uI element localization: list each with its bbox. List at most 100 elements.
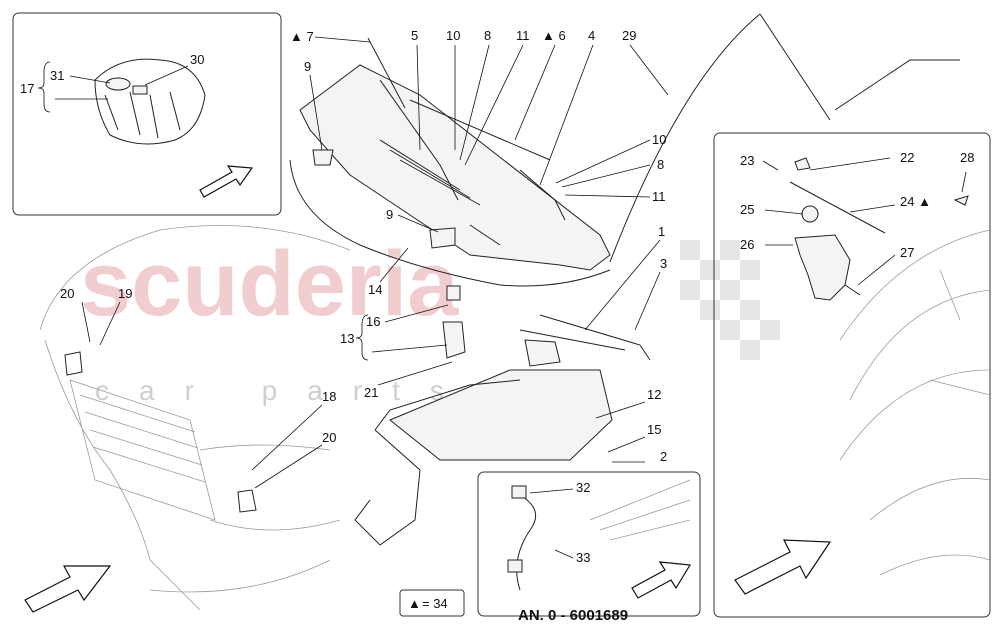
washer-hose-part — [289, 159, 611, 546]
washer-pump-part — [446, 285, 461, 301]
hose-clip-part — [429, 227, 456, 249]
direction-arrow-right — [734, 539, 832, 595]
washer-pump-seal-part — [442, 321, 466, 359]
nut-part — [794, 157, 811, 171]
callout-32: 32 — [576, 480, 590, 495]
watermark: scuderia car parts — [80, 233, 780, 406]
inset-frame — [12, 12, 282, 216]
inset-frame-bottom — [477, 471, 701, 617]
inset-rear-wiper — [713, 132, 991, 618]
rear-wiper-motor-part — [794, 234, 851, 301]
callout-8-lower: 8 — [657, 157, 664, 172]
callout-28: 28 — [960, 150, 974, 165]
rear-clip-part — [953, 195, 969, 206]
legend-frame — [399, 589, 465, 617]
callout-20-right: 20 — [322, 430, 336, 445]
grille-slats — [79, 394, 206, 483]
callout-5: 5 — [411, 28, 418, 43]
callout-2: 2 — [660, 449, 667, 464]
cowl-panel-part — [299, 64, 611, 271]
callout-11-lower: 11 — [652, 189, 666, 204]
callout-labels: ▲ 7 5 10 8 11 ▲ 6 4 29 9 10 8 11 9 1 3 1… — [20, 28, 974, 565]
callout-17: 17 — [20, 81, 34, 96]
watermark-sub: car parts — [95, 375, 474, 406]
cap-clip-part — [132, 85, 148, 95]
inset-harness — [477, 471, 701, 617]
callout-23: 23 — [740, 153, 754, 168]
callout-7: ▲ 7 — [290, 29, 314, 44]
callout-15: 15 — [647, 422, 661, 437]
wiper-arm-right-part — [519, 169, 566, 221]
rear-wiper-arm-part — [789, 181, 886, 234]
grille-outline — [69, 379, 216, 521]
callout-3: 3 — [660, 256, 667, 271]
main-assembly — [289, 13, 960, 546]
cowl-grille-lines — [379, 139, 501, 246]
harness-connector-top — [511, 485, 527, 499]
legend-text: = 34 — [422, 596, 448, 611]
callout-27: 27 — [900, 245, 914, 260]
car-front-outline — [24, 225, 351, 613]
callout-9-lower: 9 — [386, 207, 393, 222]
callout-18: 18 — [322, 389, 336, 404]
wiper-arm-left-part — [379, 79, 459, 201]
callout-22: 22 — [900, 150, 914, 165]
watermark-brand: scuderia — [80, 233, 459, 335]
callout-11-upper: 11 — [516, 28, 530, 43]
direction-arrow-bottom — [631, 561, 692, 599]
callout-29: 29 — [622, 28, 636, 43]
inset-frame-right — [713, 132, 991, 618]
washer-reservoir-part — [389, 369, 613, 461]
drawing-caption: AN. 0 - 6001689 — [518, 607, 628, 624]
harness-part — [516, 494, 537, 591]
callout-12: 12 — [647, 387, 661, 402]
rear-washer-hose-part — [609, 13, 960, 263]
reservoir-ribs — [104, 91, 181, 139]
leader-lines — [37, 36, 967, 559]
direction-arrow-left — [24, 565, 112, 613]
callout-25: 25 — [740, 202, 754, 217]
brace-17 — [37, 61, 51, 113]
washer-nozzle-right — [237, 489, 257, 513]
callout-13: 13 — [340, 331, 354, 346]
callout-4: 4 — [588, 28, 595, 43]
headlamp-outline — [149, 444, 341, 593]
callout-33: 33 — [576, 550, 590, 565]
linkage-part — [519, 314, 651, 361]
wiper-motor-part — [524, 339, 561, 367]
cover-cap-part — [801, 205, 819, 223]
bumper-outline — [44, 339, 201, 611]
callout-6: ▲ 6 — [542, 28, 566, 43]
inset-reservoir-cap — [12, 12, 282, 216]
callout-16: 16 — [366, 314, 380, 329]
rear-body-outline — [839, 229, 991, 576]
callout-26: 26 — [740, 237, 754, 252]
callout-9-upper: 9 — [304, 59, 311, 74]
brace-13 — [355, 314, 369, 361]
watermark-checker — [680, 240, 780, 360]
callout-21: 21 — [364, 385, 378, 400]
callout-8-upper: 8 — [484, 28, 491, 43]
wiper-blade-left-part — [367, 37, 406, 109]
harness-connector-bottom — [507, 559, 523, 573]
hose-clip-part-upper — [312, 149, 334, 166]
filler-cap-part — [105, 77, 131, 91]
rear-window-outline — [929, 269, 991, 396]
callout-24: 24 ▲ — [900, 194, 931, 209]
callout-14: 14 — [368, 282, 382, 297]
callout-10-upper: 10 — [446, 28, 460, 43]
legend-marker: ▲ — [408, 596, 421, 611]
hood-outline — [39, 225, 351, 331]
washer-nozzle-left — [64, 351, 83, 376]
callout-1: 1 — [658, 224, 665, 239]
reservoir-neck-part — [94, 58, 206, 145]
wiper-blade-right-part — [409, 99, 551, 161]
callout-30: 30 — [190, 52, 204, 67]
motor-screw-part — [844, 284, 861, 296]
legend: ▲ = 34 — [399, 589, 465, 617]
callout-10-lower: 10 — [652, 132, 666, 147]
direction-arrow-inset — [199, 165, 254, 198]
callout-20-left: 20 — [60, 286, 74, 301]
callout-19: 19 — [118, 286, 132, 301]
